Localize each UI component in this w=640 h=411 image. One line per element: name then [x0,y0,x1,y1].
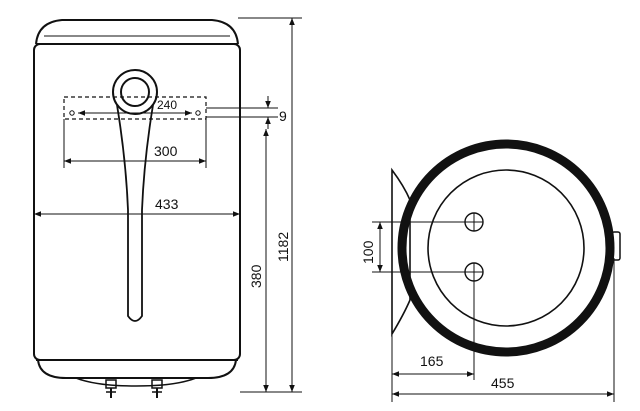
pipe-connector-right [151,379,163,398]
front-bottom-cover [75,377,197,387]
dim-380-label: 380 [248,264,264,288]
pipe-top-symbol [464,212,484,232]
dim-1182-label: 1182 [275,232,291,262]
mounting-ring-outer [112,69,158,115]
front-bottom-cap [37,359,237,379]
bracket-hole-right [195,110,201,116]
dim-433-label: 433 [155,196,179,212]
mounting-strap [116,104,154,322]
side-knob [611,231,621,261]
bracket-hole-left [69,110,75,116]
dim-9-label: 9 [279,108,287,124]
wall-bracket [391,167,411,337]
front-top-cap [35,19,239,45]
dim-100-label: 100 [360,240,376,264]
mounting-bracket-dashed [63,96,207,120]
tank-body [33,43,241,361]
dim-300-label: 300 [154,143,178,159]
front-view: 240 9 300 433 380 1182 [33,17,302,398]
mounting-ring-inner [120,77,150,107]
dim-165-label: 165 [420,353,444,369]
dim-455-label: 455 [491,375,515,391]
side-view: 100 165 455 [360,139,621,402]
dim-240-label: 240 [157,98,177,112]
pipe-bottom-symbol [464,262,484,282]
tank-inner-wall [427,169,585,327]
tank-outer-shell [397,139,615,357]
pipe-connector-left [105,379,117,398]
